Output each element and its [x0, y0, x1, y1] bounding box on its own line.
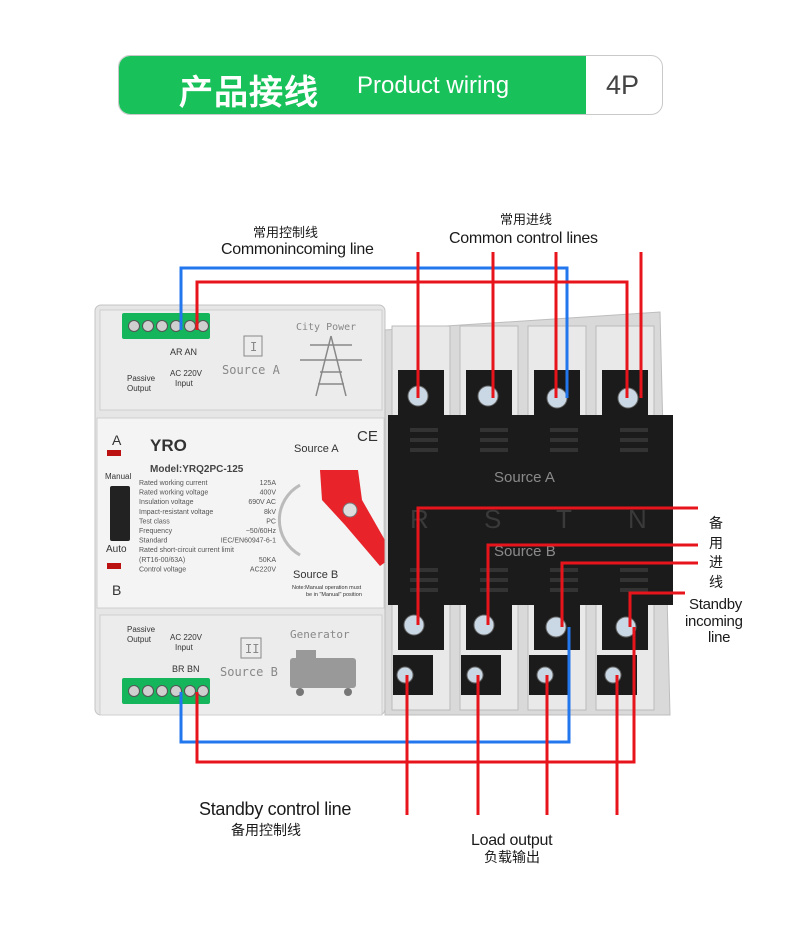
bottom-passive-label: Passive: [127, 625, 156, 634]
standby-incoming-en-1: Standby: [689, 596, 742, 613]
pole-badge: 4P: [606, 70, 640, 100]
header-green-block: [119, 56, 586, 114]
spec-label: Insulation voltage: [139, 499, 194, 506]
panel-source-a: Source A: [294, 443, 339, 455]
spec-label: Rated working voltage: [139, 490, 208, 497]
common-incoming-label-cn: 常用进线: [500, 213, 553, 228]
top-terminal-block: [122, 313, 210, 339]
panel-note-1: Note:Manual operation must: [292, 585, 362, 591]
spec-value: 50KA: [259, 557, 276, 564]
phase-s: S: [484, 504, 501, 534]
panel-source-b: Source B: [293, 569, 338, 581]
spec-label: (RT16-00/63A): [139, 557, 185, 564]
bottom-roman: II: [245, 642, 259, 656]
spec-value: PC: [266, 518, 276, 525]
spec-value: AC220V: [250, 566, 276, 573]
brand-logo: YRO: [150, 436, 187, 455]
bottom-power-label: Generator: [290, 628, 350, 641]
standby-incoming-wire-s: [486, 543, 698, 625]
bottom-roman-box: [240, 637, 262, 659]
top-terminal-labels: AR AN: [170, 347, 197, 357]
spec-label: Impact-resistant voltage: [139, 509, 213, 516]
standby-incoming-wire-n: [628, 591, 685, 627]
standby-incoming-cn-2: 用: [709, 536, 723, 552]
spec-list: Rated working current 125A Rated working v…: [139, 480, 276, 573]
spec-label: Rated working current: [139, 480, 208, 487]
top-source-label: Source A: [222, 363, 281, 377]
auto-label: Auto: [106, 544, 127, 555]
top-output-label: Output: [127, 384, 152, 393]
common-incoming-label-en: Common control lines: [449, 230, 598, 247]
standby-incoming-en-2: incoming: [685, 613, 743, 630]
header-title-en: Product wiring: [357, 72, 510, 99]
top-terminal-input: AC 220V: [170, 369, 203, 378]
phase-n: N: [628, 504, 647, 534]
spec-label: Rated short-circuit current limit: [139, 547, 234, 554]
standby-incoming-wire-r: [416, 506, 698, 625]
common-control-label-cn: 常用控制线: [253, 226, 319, 241]
spec-value: 400V: [260, 490, 277, 497]
top-terminal-input2: Input: [175, 379, 194, 388]
generator-icon: [290, 650, 356, 696]
power-pylon-icon: [300, 335, 362, 397]
manual-label: Manual: [105, 472, 131, 481]
panel-side-b: B: [112, 582, 121, 598]
bottom-source-label: Source B: [220, 665, 278, 679]
panel-note-2: be in "Manual" position: [306, 592, 362, 598]
blue-standby-control-wire: [179, 627, 571, 744]
top-passive-label: Passive: [127, 374, 156, 383]
source-a-indicator: [107, 450, 121, 456]
spec-value: 8kV: [264, 509, 276, 516]
terminal-screws: [393, 370, 648, 695]
standby-incoming-en-3: line: [708, 629, 731, 646]
breaker-source-b: Source B: [494, 543, 556, 560]
bottom-terminal-input: AC 220V: [170, 633, 203, 642]
bottom-terminal-input2: Input: [175, 643, 194, 652]
phase-t: T: [556, 504, 572, 534]
spec-label: Test class: [139, 518, 170, 525]
standby-incoming-cn-3: 进: [709, 555, 723, 571]
source-b-indicator: [107, 563, 121, 569]
spec-label: Control voltage: [139, 566, 186, 573]
top-roman-box: [243, 335, 263, 357]
manual-auto-switch[interactable]: [110, 486, 130, 541]
spec-value: 690V AC: [248, 499, 276, 506]
top-power-label: City Power: [296, 322, 356, 333]
common-control-label-en: Commonincoming line: [221, 241, 374, 258]
model-label: Model:YRQ2PC-125: [150, 464, 244, 475]
load-output-label-en: Load output: [471, 832, 553, 849]
ce-mark: CE: [357, 428, 378, 445]
spec-label: Standard: [139, 538, 168, 545]
header-title-cn: 产品接线: [179, 73, 319, 113]
breaker-source-a: Source A: [494, 469, 555, 486]
standby-control-label-cn: 备用控制线: [231, 823, 301, 839]
top-roman: I: [250, 340, 257, 354]
bottom-terminal-labels: BR BN: [172, 664, 200, 674]
bottom-terminal-block: [122, 678, 210, 704]
standby-incoming-wire-t: [560, 561, 698, 627]
standby-control-label-en: Standby control line: [199, 799, 352, 819]
standby-incoming-cn-1: 备: [709, 516, 723, 532]
standby-incoming-cn-4: 线: [709, 575, 723, 591]
rotation-arrow-icon: [277, 483, 301, 557]
blue-common-control-wire: [179, 266, 569, 398]
rotary-handle[interactable]: [320, 470, 394, 566]
red-common-control-wire: [195, 280, 629, 398]
bottom-output-label: Output: [127, 635, 152, 644]
spec-label: Frequency: [139, 528, 173, 535]
panel-side-a: A: [112, 432, 122, 448]
red-standby-control-wire: [195, 627, 636, 764]
spec-value: IEC/EN60947-6-1: [221, 538, 276, 545]
spec-value: 125A: [260, 480, 277, 487]
header-banner: 产品接线 Product wiring 4P: [118, 55, 663, 115]
load-output-label-cn: 负载输出: [484, 850, 540, 866]
spec-value: ~50/60Hz: [246, 528, 277, 535]
